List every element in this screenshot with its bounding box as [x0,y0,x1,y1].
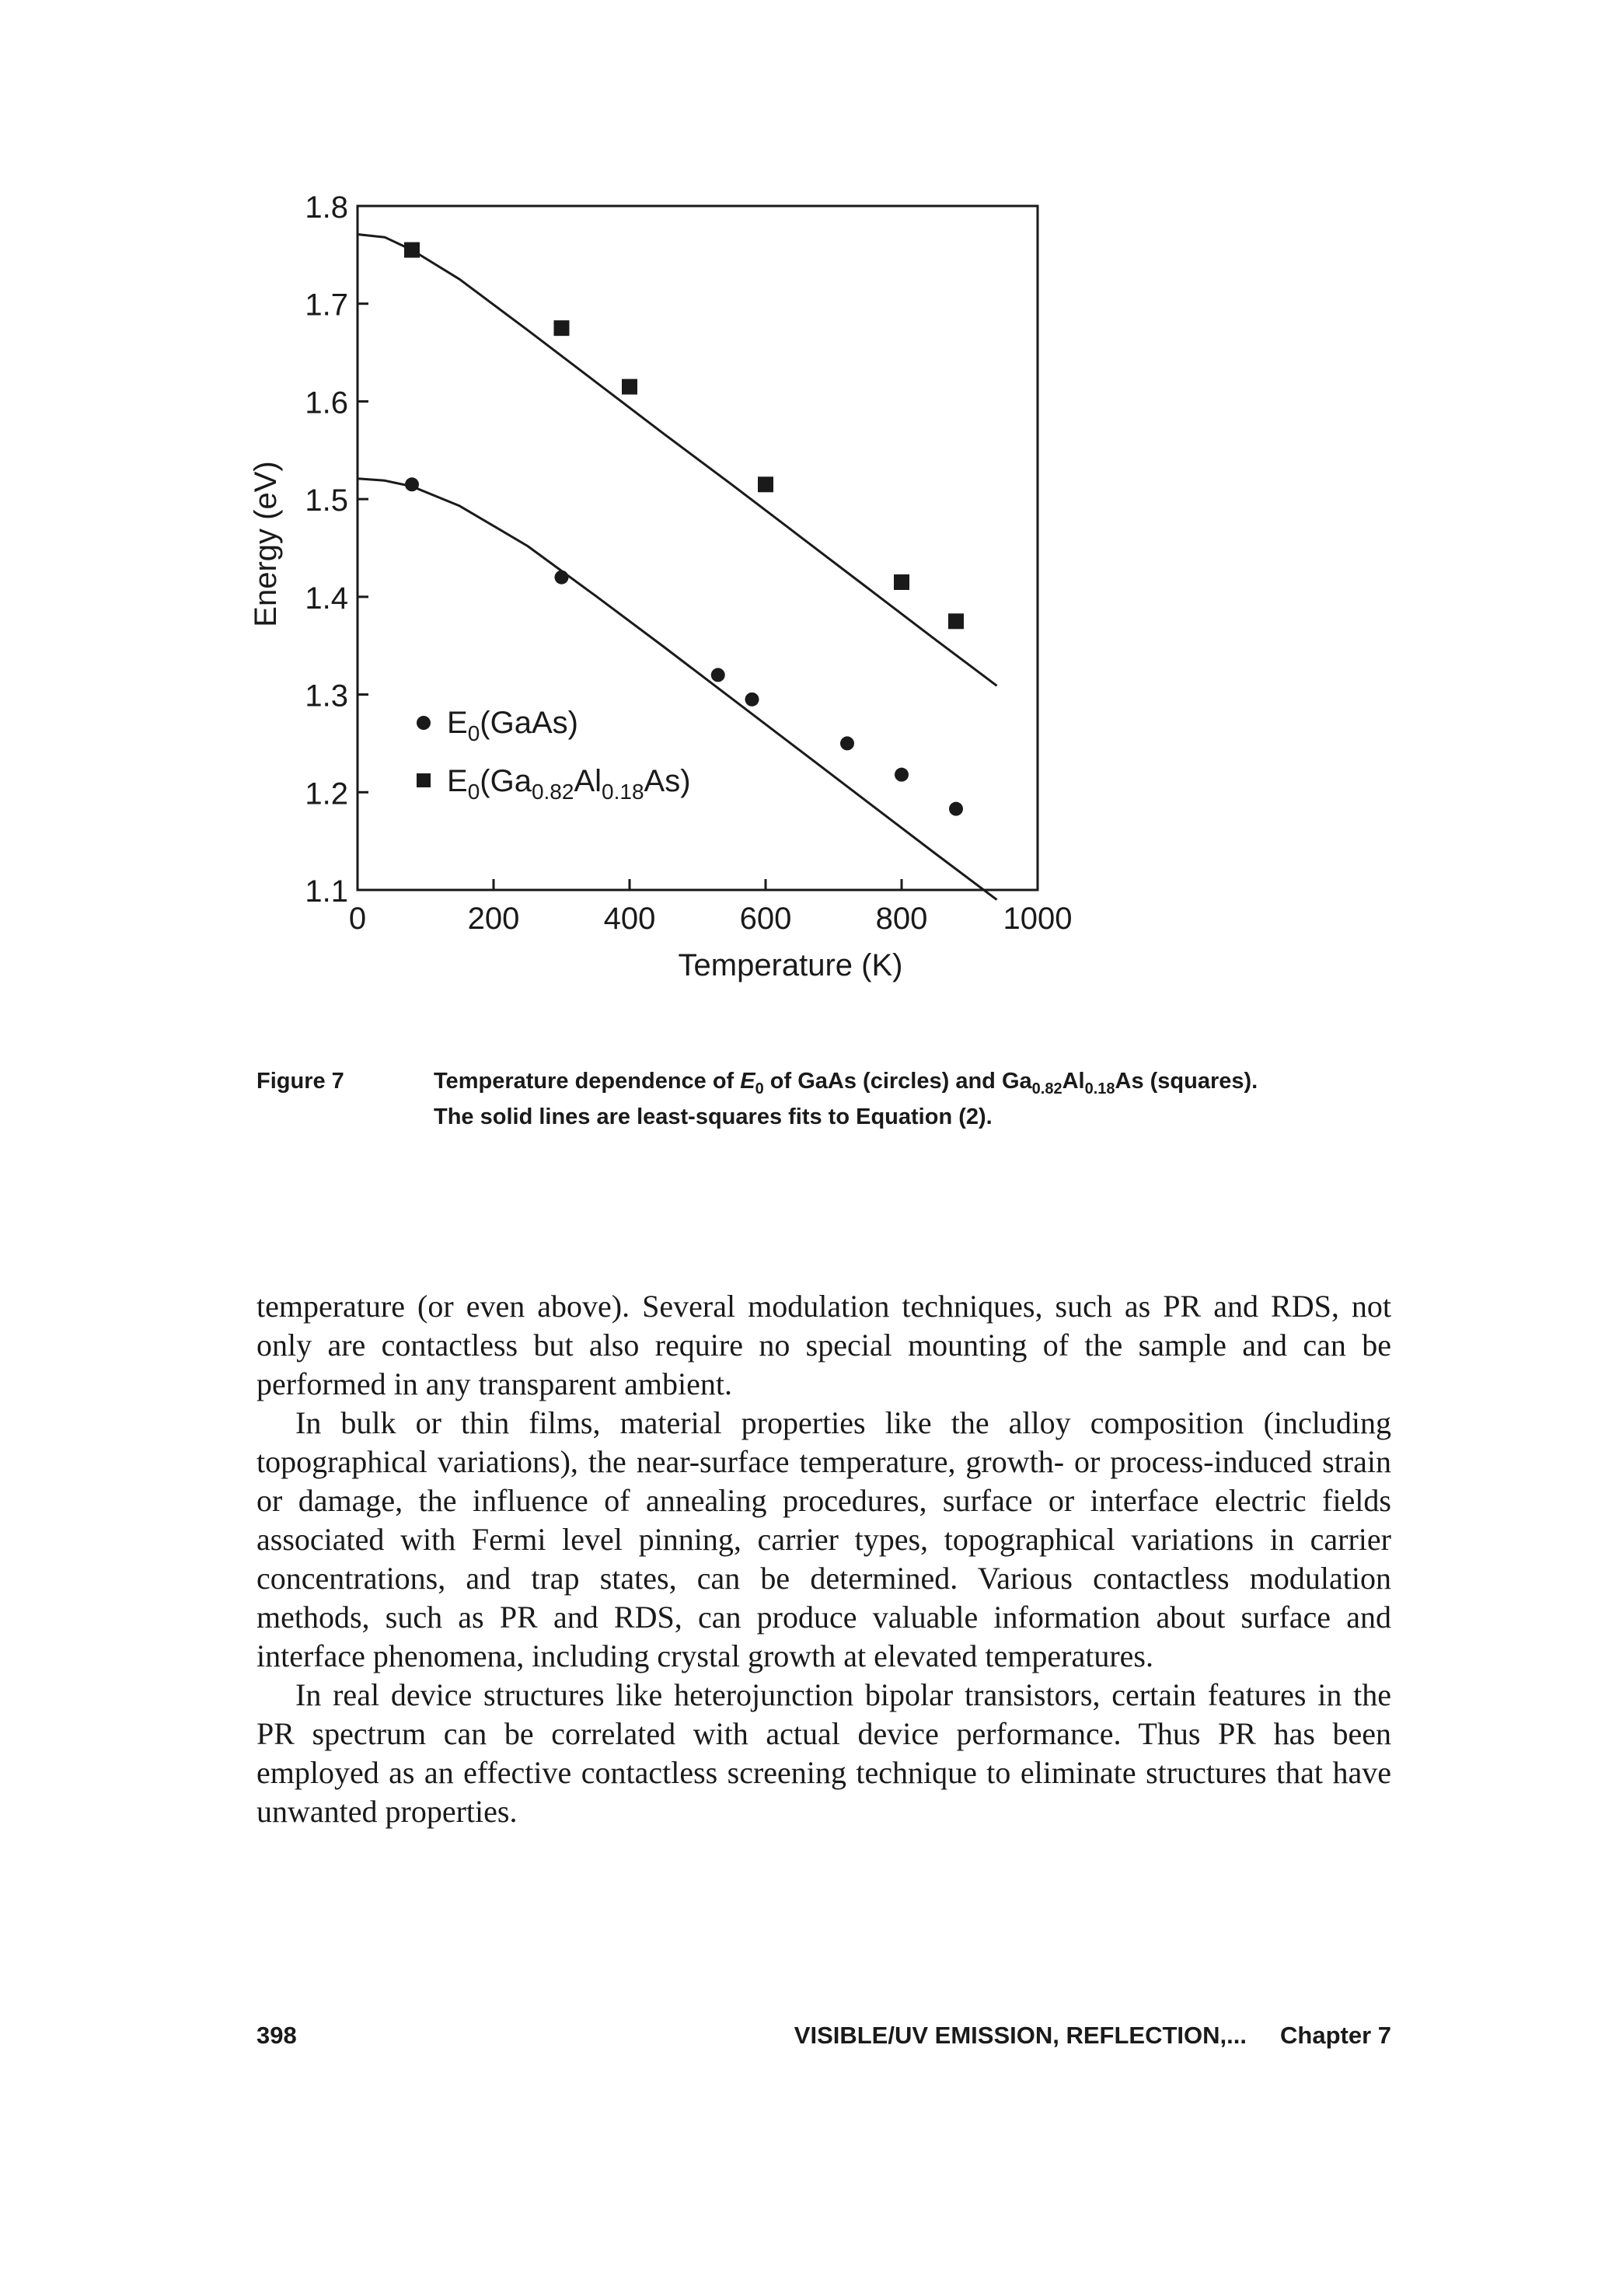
x-tick-label: 800 [876,902,928,936]
paragraph-3: In real device structures like heterojun… [256,1677,1391,1829]
x-tick-label: 1000 [1003,902,1073,936]
caption-text: Temperature dependence of E0 of GaAs (ci… [434,1067,1397,1131]
caption-text-c: Al [1062,1069,1085,1094]
legend-label-gaas: E0(GaAs) [447,706,578,745]
x-axis-ticks: 0 200 400 600 800 1000 [349,879,1073,936]
data-point-circle [895,767,909,782]
data-points [404,242,964,816]
data-point-square [622,379,637,395]
caption-line-1: Temperature dependence of E0 of GaAs (ci… [434,1067,1397,1103]
caption-text-a: Temperature dependence of [434,1069,741,1094]
figure-label: Figure 7 [256,1069,344,1094]
data-point-square [948,613,964,630]
caption-symbol-e-sub: 0 [755,1080,764,1097]
page-number: 398 [256,2022,297,2049]
legend-label-gaalas: E0(Ga0.82Al0.18As) [447,764,691,804]
legend-text-part: E [447,706,468,740]
legend: E0(GaAs)E0(Ga0.82Al0.18As) [417,706,691,804]
caption-line-2: The solid lines are least-squares fits t… [434,1104,993,1129]
data-point-circle [949,801,963,816]
y-tick-label: 1.8 [305,190,348,225]
legend-subscript: 0.18 [602,780,644,804]
running-head: VISIBLE/UV EMISSION, REFLECTION,... Chap… [794,2022,1391,2049]
y-axis-ticks: 1.1 1.2 1.3 1.4 1.5 1.6 1.7 1.8 [305,190,368,909]
caption-text-d: As (squares). [1115,1069,1258,1094]
legend-subscript: 0 [468,721,480,745]
y-axis-label: Energy (eV) [249,461,283,626]
legend-subscript: 0 [468,780,480,804]
data-point-circle [745,692,759,707]
paragraph-1: temperature (or even above). Several mod… [256,1289,1391,1401]
y-tick-label: 1.3 [305,679,348,714]
x-axis-label: Temperature (K) [679,948,903,982]
y-tick-label: 1.7 [305,288,348,323]
x-tick-label: 0 [349,902,366,936]
data-point-square [758,476,773,493]
data-point-square [894,574,909,590]
y-tick-label: 1.6 [305,386,348,420]
legend-text-part: E [447,764,468,798]
energy-temperature-chart: 1.1 1.2 1.3 1.4 1.5 1.6 1.7 1.8 0 200 400 600 800 10… [249,190,1073,982]
x-tick-label: 200 [468,902,520,936]
y-tick-label: 1.2 [305,776,348,811]
legend-text-part: (Ga [480,764,532,798]
fit-curves [357,233,998,901]
fit-curve-gaalas [357,233,998,687]
data-point-square [404,242,420,258]
y-tick-label: 1.1 [305,874,348,909]
paragraph-2: In bulk or thin films, material properti… [256,1405,1391,1673]
x-tick-label: 600 [740,902,792,936]
legend-text-part: Al [574,764,602,798]
legend-marker-circle [417,716,431,730]
plot-frame [356,204,1039,892]
data-point-circle [405,477,419,492]
caption-sub-1: 0.82 [1031,1080,1062,1097]
data-point-square [553,320,570,337]
body-text: temperature (or even above). Several mod… [256,1287,1391,1831]
page-footer: 398 VISIBLE/UV EMISSION, REFLECTION,... … [256,2022,1391,2053]
data-point-circle [554,570,569,584]
legend-text-part: As) [644,764,691,798]
caption-sub-2: 0.18 [1084,1080,1115,1097]
plot-border [356,204,1039,892]
y-tick-label: 1.4 [305,581,348,616]
data-point-circle [710,668,725,682]
legend-marker-square [417,773,431,787]
caption-text-b: of GaAs (circles) and Ga [763,1069,1032,1094]
x-tick-label: 400 [604,902,656,936]
y-tick-label: 1.5 [305,483,348,518]
legend-subscript: 0.82 [532,780,574,804]
caption-symbol-e: E [740,1069,755,1094]
fit-curve-gaas [357,477,998,901]
legend-text-part: (GaAs) [480,706,578,740]
data-point-circle [840,736,854,751]
